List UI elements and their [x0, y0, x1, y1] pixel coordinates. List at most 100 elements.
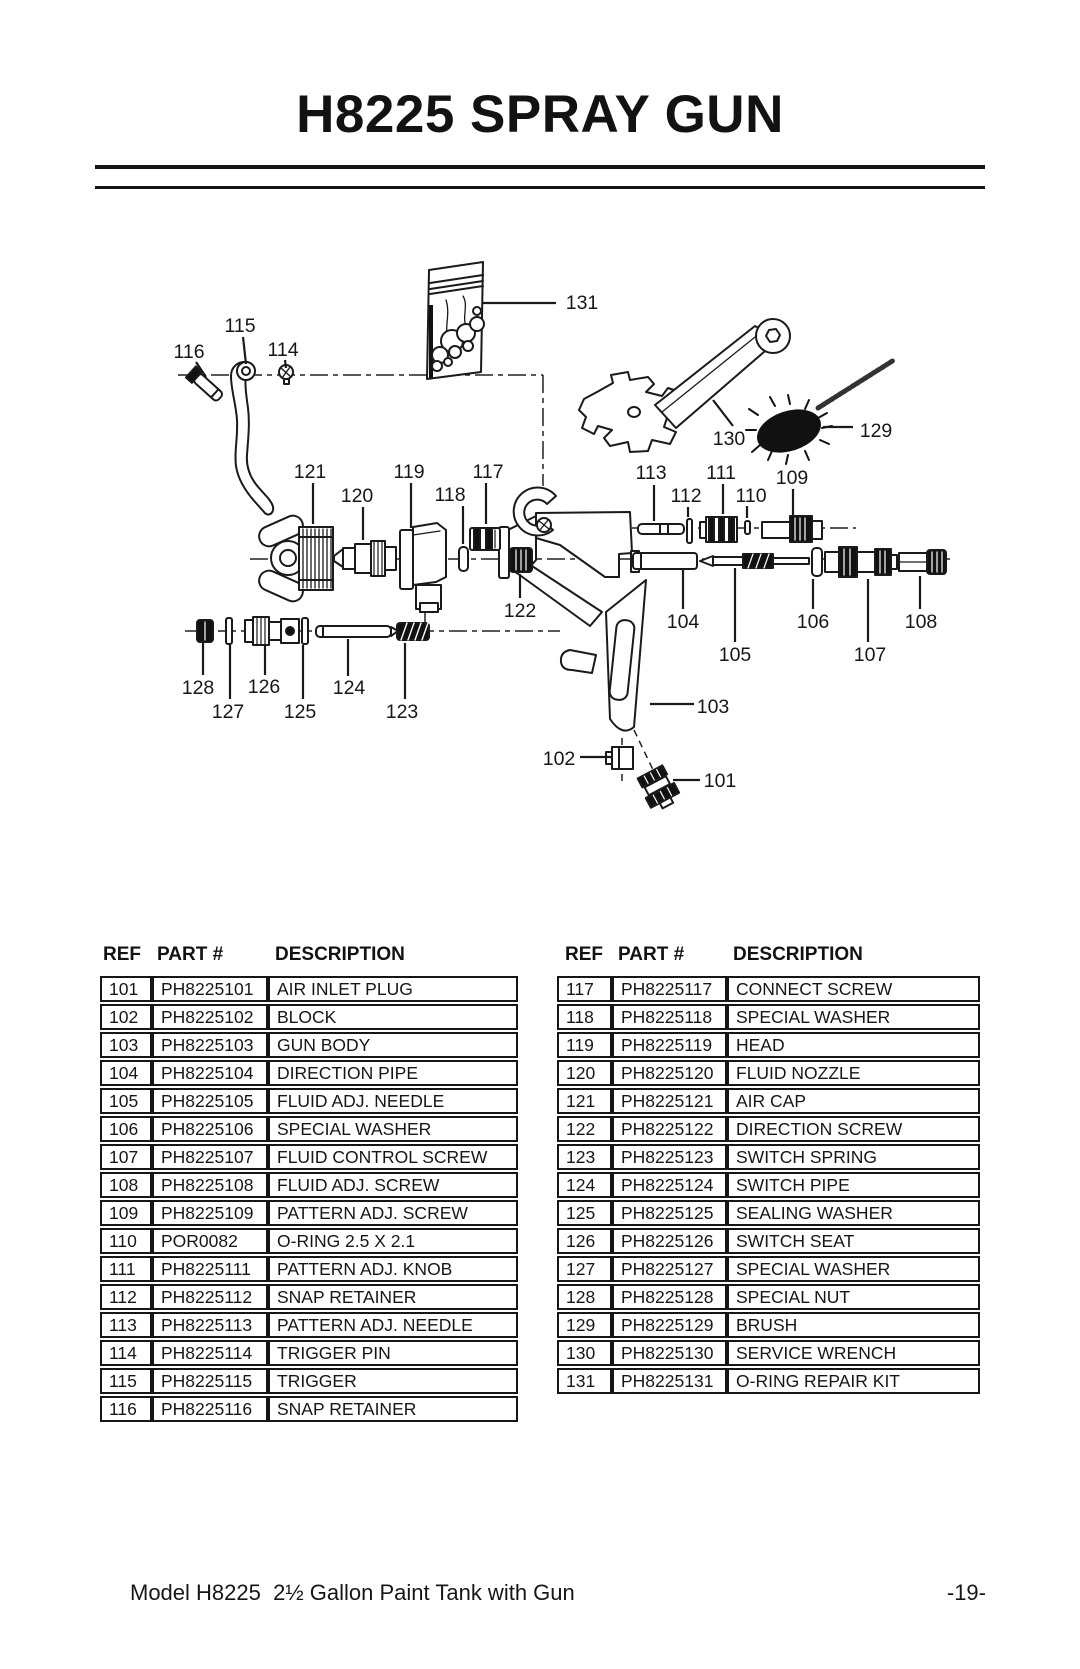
table-cell: SWITCH SPRING: [727, 1144, 980, 1170]
table-cell: SNAP RETAINER: [268, 1284, 518, 1310]
column-header-part: PART #: [618, 944, 685, 965]
table-cell: 121: [557, 1088, 612, 1114]
svg-text:113: 113: [635, 462, 666, 484]
callout-124: 124: [333, 639, 366, 699]
column-header-part: PART #: [157, 944, 224, 965]
table-cell: PATTERN ADJ. SCREW: [268, 1200, 518, 1226]
svg-text:130: 130: [713, 428, 746, 450]
table-cell: 104: [100, 1060, 152, 1086]
table-cell: PH8225103: [152, 1032, 268, 1058]
footer-model-text: Model H8225 2½ Gallon Paint Tank with Gu…: [130, 1580, 575, 1605]
svg-text:111: 111: [706, 462, 736, 484]
table-cell: O-RING 2.5 X 2.1: [268, 1228, 518, 1254]
callout-107: 107: [854, 579, 887, 666]
table-cell: 109: [100, 1200, 152, 1226]
svg-text:107: 107: [854, 644, 887, 666]
table-cell: 128: [557, 1284, 612, 1310]
svg-text:110: 110: [735, 485, 766, 507]
svg-text:112: 112: [670, 485, 701, 507]
table-cell: BRUSH: [727, 1312, 980, 1338]
table-cell: 108: [100, 1172, 152, 1198]
table-cell: BLOCK: [268, 1004, 518, 1030]
callout-122: 122: [504, 574, 536, 622]
table-cell: PH8225123: [612, 1144, 727, 1170]
callout-128: 128: [182, 643, 215, 699]
table-cell: PH8225125: [612, 1200, 727, 1226]
callout-102: 102: [543, 748, 611, 770]
svg-text:119: 119: [393, 461, 424, 483]
table-cell: PH8225114: [152, 1340, 268, 1366]
svg-text:120: 120: [341, 485, 374, 507]
callout-129: 129: [823, 420, 892, 442]
table-cell: TRIGGER: [268, 1368, 518, 1394]
svg-text:129: 129: [860, 420, 893, 442]
table-cell: HEAD: [727, 1032, 980, 1058]
table-cell: PH8225104: [152, 1060, 268, 1086]
table-cell: PH8225120: [612, 1060, 727, 1086]
table-cell: 101: [100, 976, 152, 1002]
part-snap-retainer-pin: [186, 366, 225, 403]
column-header-ref: REF: [103, 944, 141, 965]
callout-113: 113: [635, 462, 667, 521]
table-cell: PH8225102: [152, 1004, 268, 1030]
svg-text:117: 117: [472, 461, 503, 483]
table-cell: 110: [100, 1228, 152, 1254]
table-cell: PH8225128: [612, 1284, 727, 1310]
table-cell: 106: [100, 1116, 152, 1142]
svg-text:126: 126: [248, 676, 281, 698]
callout-115: 115: [224, 315, 256, 364]
part-special-washer-118: [459, 547, 468, 571]
callout-105: 105: [719, 568, 751, 666]
svg-text:116: 116: [173, 341, 204, 363]
table-cell: PH8225101: [152, 976, 268, 1002]
svg-text:128: 128: [182, 677, 215, 699]
table-cell: 113: [100, 1312, 152, 1338]
svg-text:123: 123: [386, 701, 419, 723]
svg-text:118: 118: [434, 484, 465, 506]
callout-111: 111: [706, 462, 736, 514]
callout-106: 106: [797, 579, 829, 633]
svg-text:124: 124: [333, 677, 366, 699]
callout-127: 127: [212, 645, 245, 723]
callout-104: 104: [667, 569, 699, 633]
svg-text:101: 101: [704, 770, 737, 792]
callout-layer: 1011021031041051061071081091101111121131…: [173, 292, 937, 792]
table-cell: 111: [100, 1256, 152, 1282]
table-cell: 123: [557, 1144, 612, 1170]
callout-114: 114: [267, 339, 299, 368]
table-cell: SEALING WASHER: [727, 1200, 980, 1226]
table-cell: 125: [557, 1200, 612, 1226]
svg-text:127: 127: [212, 701, 245, 723]
svg-text:102: 102: [543, 748, 576, 770]
table-cell: SWITCH SEAT: [727, 1228, 980, 1254]
table-cell: SPECIAL WASHER: [727, 1004, 980, 1030]
part-air-inlet-plug: [636, 764, 682, 813]
table-cell: PH8225109: [152, 1200, 268, 1226]
table-cell: PH8225122: [612, 1116, 727, 1142]
table-header-right: REF PART # DESCRIPTION: [557, 944, 980, 970]
callout-123: 123: [386, 643, 419, 723]
exploded-parts-diagram: 1011021031041051061071081091101111121131…: [173, 0, 1080, 830]
callout-112: 112: [670, 485, 702, 517]
part-brush: [746, 360, 894, 464]
svg-text:121: 121: [294, 461, 327, 483]
table-cell: FLUID CONTROL SCREW: [268, 1144, 518, 1170]
callout-117: 117: [472, 461, 504, 524]
table-cell: AIR CAP: [727, 1088, 980, 1114]
table-cell: 119: [557, 1032, 612, 1058]
